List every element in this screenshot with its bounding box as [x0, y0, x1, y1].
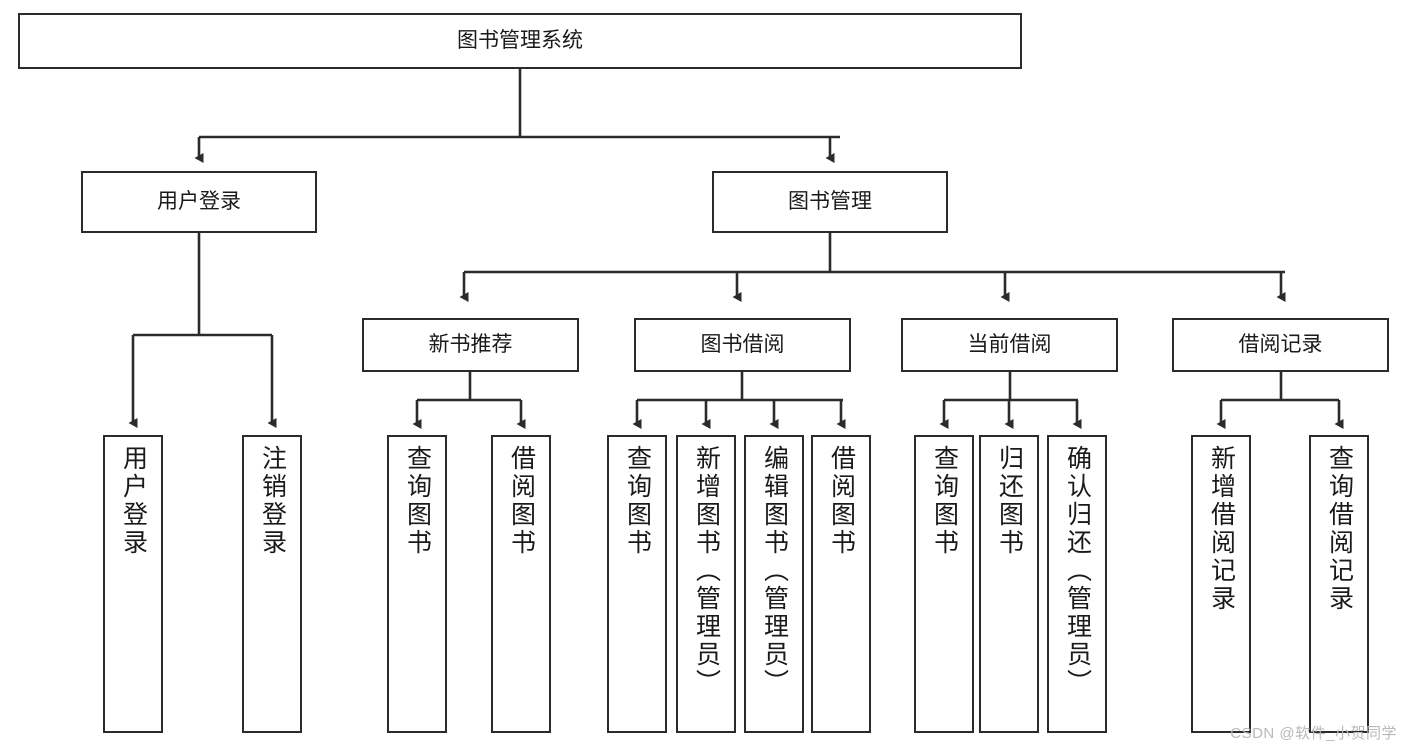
- node-leaf-user-login-label: 用户登录: [119, 445, 148, 557]
- node-leaf-borrow-book-1[interactable]: 借阅图书: [491, 435, 551, 733]
- node-leaf-query-book-1-label: 查询图书: [403, 445, 432, 557]
- node-leaf-user-logout[interactable]: 注销登录: [242, 435, 302, 733]
- node-user-login-label: 用户登录: [157, 189, 241, 213]
- node-book-manage-label: 图书管理: [788, 189, 872, 213]
- node-leaf-query-record[interactable]: 查询借阅记录: [1309, 435, 1369, 733]
- node-root-label: 图书管理系统: [457, 28, 583, 52]
- node-book-borrow-label: 图书借阅: [700, 332, 785, 356]
- node-leaf-add-book[interactable]: 新增图书（管理员）: [676, 435, 736, 733]
- watermark-text: CSDN @软件_小贺同学: [1230, 725, 1397, 742]
- node-book-borrow[interactable]: 图书借阅: [634, 318, 851, 372]
- node-current-borrow-label: 当前借阅: [967, 332, 1052, 356]
- node-leaf-query-book-2[interactable]: 查询图书: [607, 435, 667, 733]
- node-leaf-confirm-return-label: 确认归还（管理员）: [1063, 445, 1092, 697]
- node-leaf-query-record-label: 查询借阅记录: [1325, 445, 1354, 613]
- node-book-manage[interactable]: 图书管理: [712, 171, 948, 233]
- node-leaf-borrow-book-2[interactable]: 借阅图书: [811, 435, 871, 733]
- node-leaf-confirm-return[interactable]: 确认归还（管理员）: [1047, 435, 1107, 733]
- node-leaf-query-book-3[interactable]: 查询图书: [914, 435, 974, 733]
- node-leaf-borrow-book-1-label: 借阅图书: [507, 445, 536, 557]
- node-leaf-return-book-label: 归还图书: [995, 445, 1024, 557]
- node-leaf-user-login[interactable]: 用户登录: [103, 435, 163, 733]
- node-leaf-borrow-book-2-label: 借阅图书: [827, 445, 856, 557]
- node-leaf-query-book-3-label: 查询图书: [930, 445, 959, 557]
- node-leaf-edit-book-label: 编辑图书（管理员）: [760, 445, 789, 697]
- node-new-book-rec[interactable]: 新书推荐: [362, 318, 579, 372]
- node-leaf-query-book-1[interactable]: 查询图书: [387, 435, 447, 733]
- node-leaf-add-book-label: 新增图书（管理员）: [692, 445, 721, 697]
- node-borrow-record-label: 借阅记录: [1238, 332, 1323, 356]
- node-leaf-add-record[interactable]: 新增借阅记录: [1191, 435, 1251, 733]
- node-current-borrow[interactable]: 当前借阅: [901, 318, 1118, 372]
- node-leaf-return-book[interactable]: 归还图书: [979, 435, 1039, 733]
- node-user-login[interactable]: 用户登录: [81, 171, 317, 233]
- node-leaf-query-book-2-label: 查询图书: [623, 445, 652, 557]
- node-root[interactable]: 图书管理系统: [18, 13, 1022, 69]
- node-leaf-user-logout-label: 注销登录: [258, 445, 287, 557]
- node-leaf-add-record-label: 新增借阅记录: [1207, 445, 1236, 613]
- node-new-book-rec-label: 新书推荐: [428, 332, 513, 356]
- node-leaf-edit-book[interactable]: 编辑图书（管理员）: [744, 435, 804, 733]
- node-borrow-record[interactable]: 借阅记录: [1172, 318, 1389, 372]
